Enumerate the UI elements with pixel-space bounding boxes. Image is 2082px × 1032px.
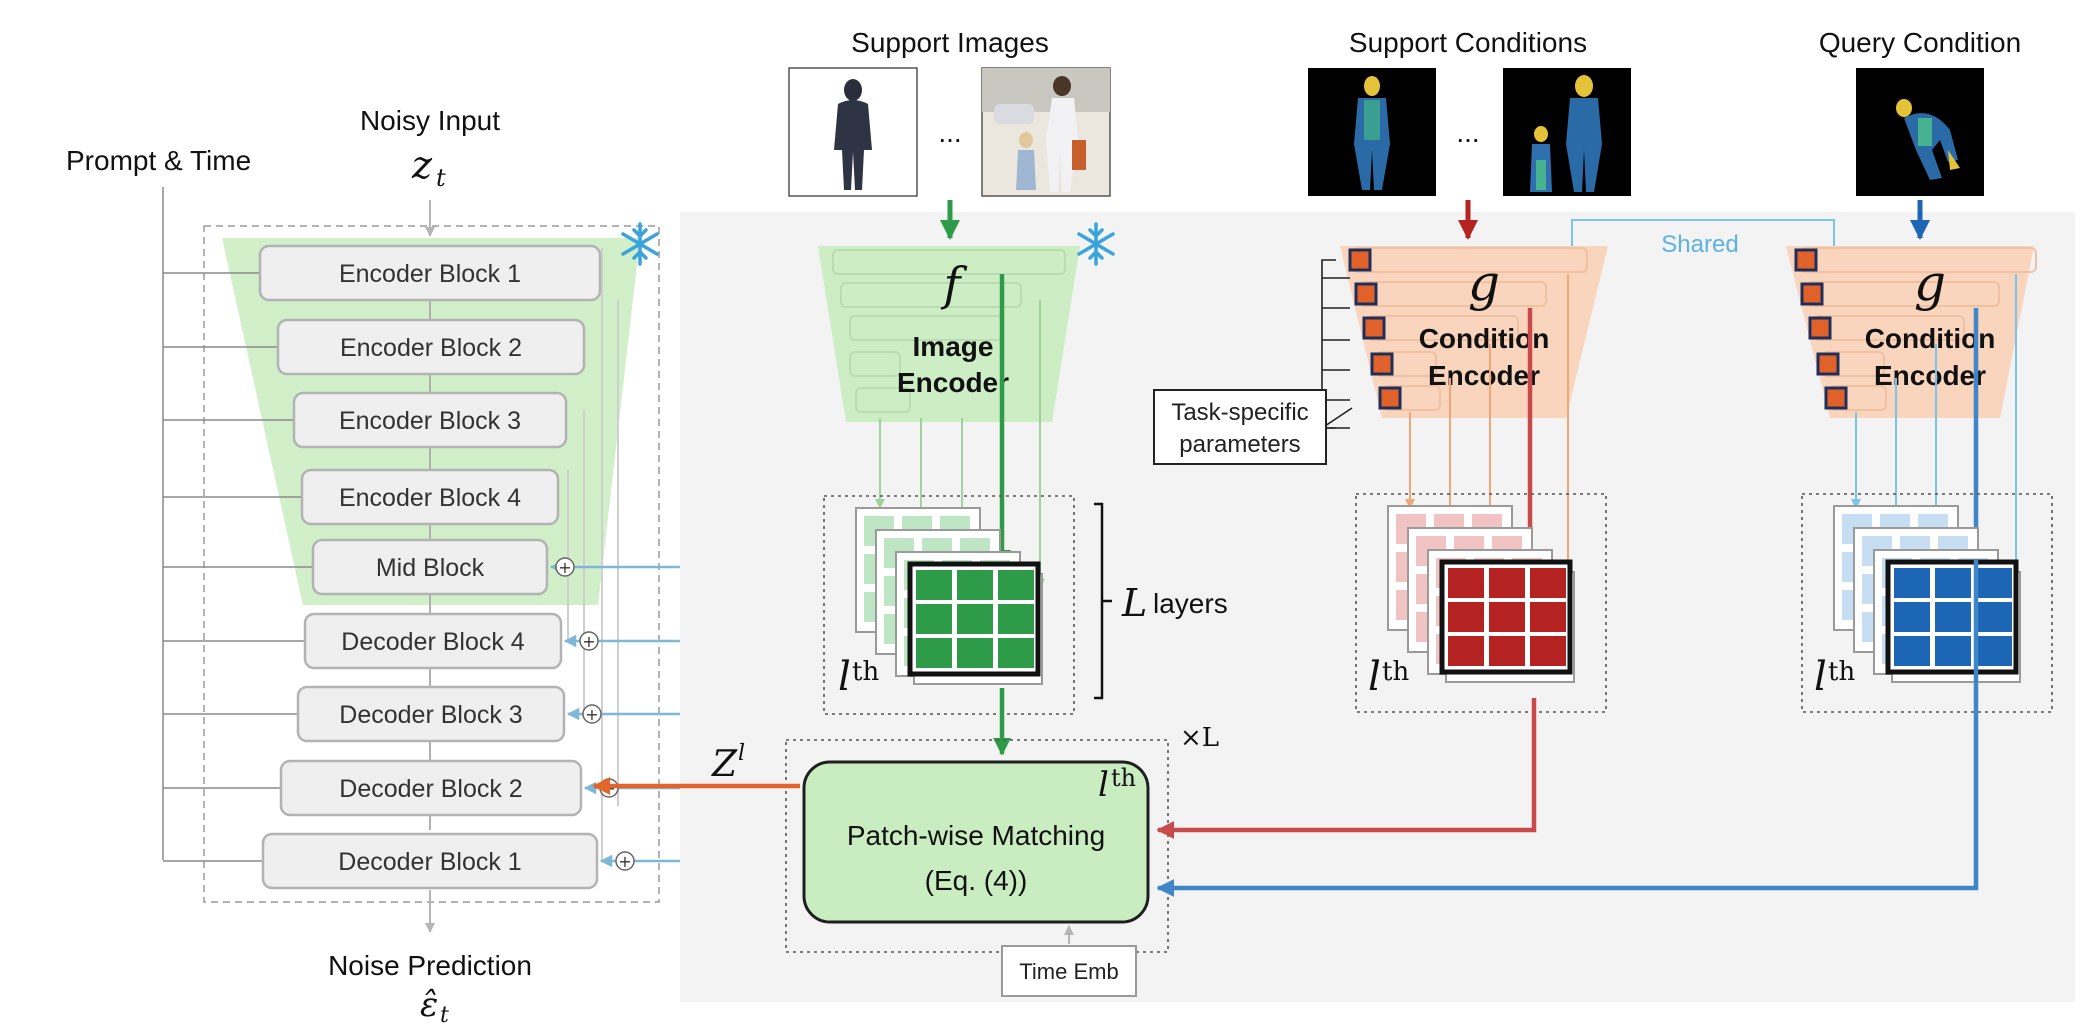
matching-lth-base: l — [1098, 765, 1109, 805]
unet-block-label: Decoder Block 3 — [339, 701, 522, 729]
unet-block-encoder-block-4 — [300, 468, 560, 526]
support-image-2 — [981, 67, 1111, 197]
patch-matching-label-1: Patch-wise Matching — [847, 820, 1105, 851]
z-l-sup: l — [738, 741, 745, 766]
unet-block-label: Encoder Block 1 — [339, 260, 521, 288]
unet-block-decoder-block-4 — [303, 612, 563, 670]
shared-connector — [1571, 219, 1835, 246]
task-param-square — [1348, 248, 1372, 272]
query-condition-image — [1856, 68, 1984, 196]
image-lth-sup: th — [852, 657, 879, 687]
unet-block-encoder-block-3 — [292, 391, 568, 449]
support-condition-encoder-symbol: g — [1468, 254, 1500, 312]
support-to-matching-arrow — [1156, 698, 1537, 839]
support-conditions-title: Support Conditions — [1349, 27, 1587, 58]
noise-prediction-subscript: t — [440, 1003, 449, 1028]
plus-icon — [579, 631, 599, 651]
plus-symbol: + — [582, 632, 595, 651]
patch-matching-label-2: (Eq. (4)) — [925, 865, 1028, 896]
matching-repeat-label: ×L — [1180, 723, 1219, 753]
unet-block-encoder-block-1 — [258, 244, 602, 302]
prompt-time-label: Prompt & Time — [66, 145, 251, 176]
layers-bracket — [1094, 502, 1112, 700]
task-param-square — [1824, 386, 1848, 410]
unet-frame — [203, 225, 660, 903]
noise-prediction-label: Noise Prediction — [328, 950, 532, 981]
task-param-square — [1794, 248, 1818, 272]
support-condition-encoder-label-2: Encoder — [1428, 360, 1540, 391]
unet-block-decoder-block-3 — [296, 685, 566, 743]
support-condition-2 — [1503, 68, 1631, 196]
task-param-square — [1800, 282, 1824, 306]
image-encoder-snowflake-icon — [1077, 222, 1115, 266]
task-param-square — [1354, 282, 1378, 306]
support-condition-encoder-label-1: Condition — [1419, 323, 1550, 354]
image-encoder-label-1: Image — [913, 331, 994, 362]
layers-suffix: layers — [1153, 588, 1228, 619]
query-condition-encoder-label-2: Encoder — [1874, 360, 1986, 391]
plus-icon — [582, 704, 602, 724]
noisy-input-symbol: z — [411, 143, 433, 187]
image-encoder-branch: Support Images ... f Image Encoder — [788, 27, 1228, 756]
unet-block-label: Mid Block — [376, 554, 485, 582]
task-param-square — [1362, 316, 1386, 340]
plus-icon — [615, 851, 635, 871]
task-specific-params-box — [1153, 389, 1327, 465]
patch-matching: Patch-wise Matching (Eq. (4)) l th ×L Ti… — [592, 560, 1979, 997]
noisy-input-label: Noisy Input — [360, 105, 500, 136]
plus-symbol: + — [602, 779, 615, 798]
matching-lth-sup: th — [1111, 764, 1136, 792]
support-image-1 — [788, 67, 918, 197]
query-to-matching-arrow — [1156, 698, 1979, 897]
query-lth-sup: th — [1828, 657, 1855, 687]
image-encoder-funnel — [818, 246, 1080, 422]
query-lth-base: l — [1814, 654, 1827, 700]
plus-symbol: + — [618, 852, 631, 871]
support-lth-sup: th — [1382, 657, 1409, 687]
noisy-input-subscript: t — [436, 164, 446, 192]
time-emb-label: Time Emb — [1019, 959, 1118, 984]
query-condition-title: Query Condition — [1819, 27, 2021, 58]
task-param-square — [1808, 316, 1832, 340]
support-images-title: Support Images — [851, 27, 1049, 58]
unet-block-label: Decoder Block 2 — [339, 775, 522, 803]
patch-matching-box — [802, 760, 1150, 924]
support-lth-base: l — [1368, 654, 1381, 700]
image-lth-base: l — [838, 654, 851, 700]
unet-block-decoder-block-2 — [279, 759, 583, 817]
unet-block-mid-block — [311, 538, 549, 596]
unet: Noisy Input z t Prompt & Time Encoder Bl… — [66, 105, 680, 1028]
layers-symbol: L — [1121, 581, 1147, 625]
frozen-snowflake-icon — [621, 222, 659, 266]
support-condition-branch: Support Conditions ... g Condition Encod… — [1153, 27, 1631, 713]
query-condition-encoder-symbol: g — [1914, 254, 1946, 312]
unet-block-label: Encoder Block 2 — [340, 334, 522, 362]
plus-symbol: + — [585, 705, 598, 724]
task-param-square — [1370, 352, 1394, 376]
support-condition-1 — [1308, 68, 1436, 196]
unet-block-label: Decoder Block 1 — [338, 848, 521, 876]
task-param-square — [1378, 386, 1402, 410]
unet-block-label: Encoder Block 3 — [339, 407, 521, 435]
query-condition-encoder-label-1: Condition — [1865, 323, 1996, 354]
task-specific-label-2: parameters — [1179, 431, 1300, 458]
unet-block-label: Encoder Block 4 — [339, 484, 521, 512]
task-specific-label-1: Task-specific — [1171, 399, 1308, 426]
support-images-ellipsis: ... — [938, 117, 961, 148]
support-conditions-ellipsis: ... — [1456, 117, 1479, 148]
shared-label: Shared — [1661, 231, 1738, 258]
query-condition-branch: Query Condition g Condition Encoder l th — [1786, 27, 2053, 713]
unet-block-decoder-block-1 — [261, 832, 599, 890]
task-param-square — [1816, 352, 1840, 376]
unet-block-encoder-block-2 — [276, 318, 586, 376]
noise-prediction-symbol: ε̂ — [420, 985, 438, 1025]
time-emb-box — [1001, 945, 1137, 997]
plus-icon — [555, 557, 575, 577]
unet-block-label: Decoder Block 4 — [341, 628, 525, 656]
plus-symbol: + — [558, 558, 571, 577]
image-encoder-label-2: Encoder — [897, 367, 1009, 398]
z-l-symbol: Z — [711, 744, 738, 785]
